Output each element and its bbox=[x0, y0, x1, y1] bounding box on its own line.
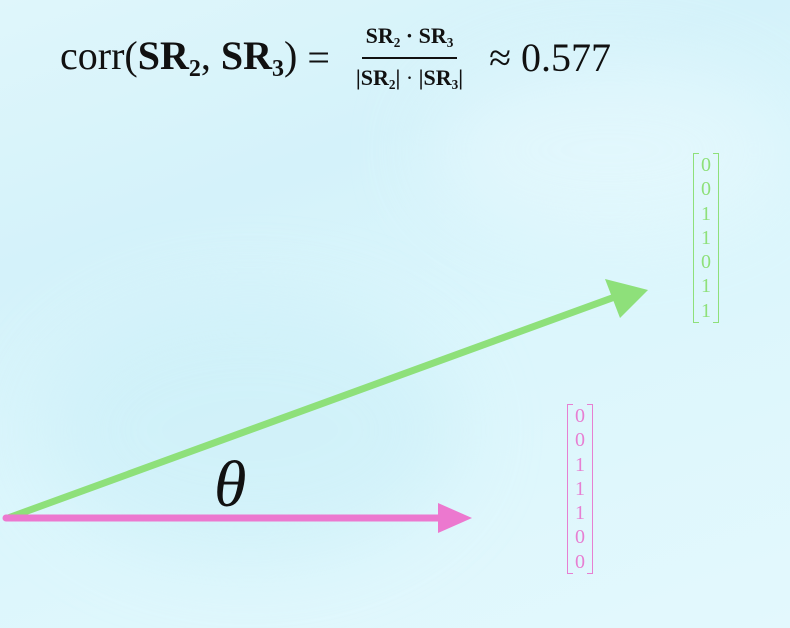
vector-entry: 1 bbox=[575, 477, 585, 500]
vector-entry: 0 bbox=[575, 429, 585, 452]
left-bracket bbox=[567, 404, 573, 575]
vector-entry: 1 bbox=[701, 275, 711, 298]
vector-entry: 0 bbox=[701, 178, 711, 201]
vector-entry: 0 bbox=[575, 526, 585, 549]
fraction-numerator: SR2 · SR3 bbox=[361, 23, 458, 59]
vector-entry: 1 bbox=[575, 453, 585, 476]
formula-result: 0.577 bbox=[521, 35, 612, 80]
vector-entry: 1 bbox=[701, 226, 711, 249]
background-blob bbox=[430, 60, 790, 240]
sr3-arrowhead bbox=[605, 279, 648, 318]
vector-entry: 0 bbox=[575, 405, 585, 427]
equals-sign: = bbox=[307, 35, 330, 80]
approx-sign: ≈ bbox=[489, 35, 512, 80]
sr3-values: 0 0 1 1 0 1 1 bbox=[699, 153, 713, 323]
formula-fraction: SR2 · SR3 |SR2| · |SR3| bbox=[352, 23, 467, 93]
vector-entry: 1 bbox=[701, 299, 711, 322]
sr3-vector: 0 0 1 1 0 1 1 bbox=[693, 153, 719, 324]
vector-entry: 0 bbox=[575, 550, 585, 573]
fraction-denominator: |SR2| · |SR3| bbox=[355, 64, 464, 92]
formula-lhs: corr(SR2, SR3) bbox=[60, 32, 298, 83]
angle-theta-label: θ bbox=[214, 448, 247, 521]
right-bracket bbox=[587, 404, 593, 575]
vector-entry: 0 bbox=[701, 251, 711, 274]
sr2-values: 0 0 1 1 1 0 0 bbox=[573, 404, 587, 574]
sr3-arrow-shaft bbox=[4, 294, 616, 522]
sr2-arrowhead bbox=[438, 503, 472, 533]
sr2-vector: 0 0 1 1 1 0 0 bbox=[567, 404, 593, 575]
correlation-formula: corr(SR2, SR3) = SR2 · SR3 |SR2| · |SR3|… bbox=[60, 10, 611, 105]
right-bracket bbox=[713, 153, 719, 324]
vector-entry: 1 bbox=[701, 202, 711, 225]
left-bracket bbox=[693, 153, 699, 324]
vector-entry: 0 bbox=[701, 154, 711, 176]
vector-entry: 1 bbox=[575, 502, 585, 525]
